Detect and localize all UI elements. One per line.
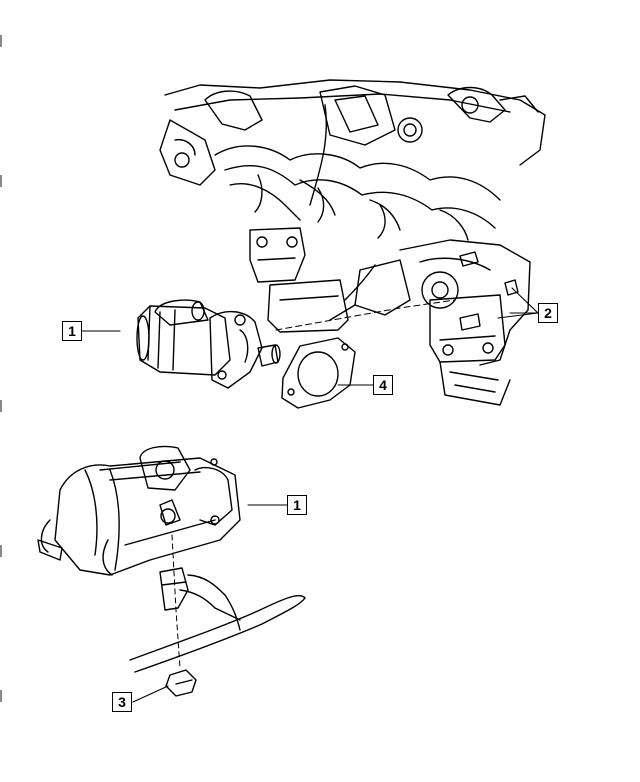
edge-mark [0, 400, 2, 412]
edge-mark [0, 690, 2, 702]
edge-mark [0, 35, 2, 47]
edge-mark [0, 545, 2, 557]
nut [165, 669, 197, 697]
callout-starter-top: 1 [62, 321, 82, 341]
starter-motor-top [136, 299, 281, 389]
leader-lines [81, 287, 539, 703]
engine-assembly [159, 79, 546, 406]
starter-motor-bottom [37, 445, 241, 576]
edge-mark [0, 175, 2, 187]
heat-shield-gasket [281, 337, 356, 409]
callout-bolts: 2 [538, 303, 558, 323]
callout-gasket: 4 [373, 375, 393, 395]
wiring-harness [129, 567, 306, 673]
callout-starter-bottom: 1 [287, 495, 307, 515]
callout-nut: 3 [112, 692, 132, 712]
